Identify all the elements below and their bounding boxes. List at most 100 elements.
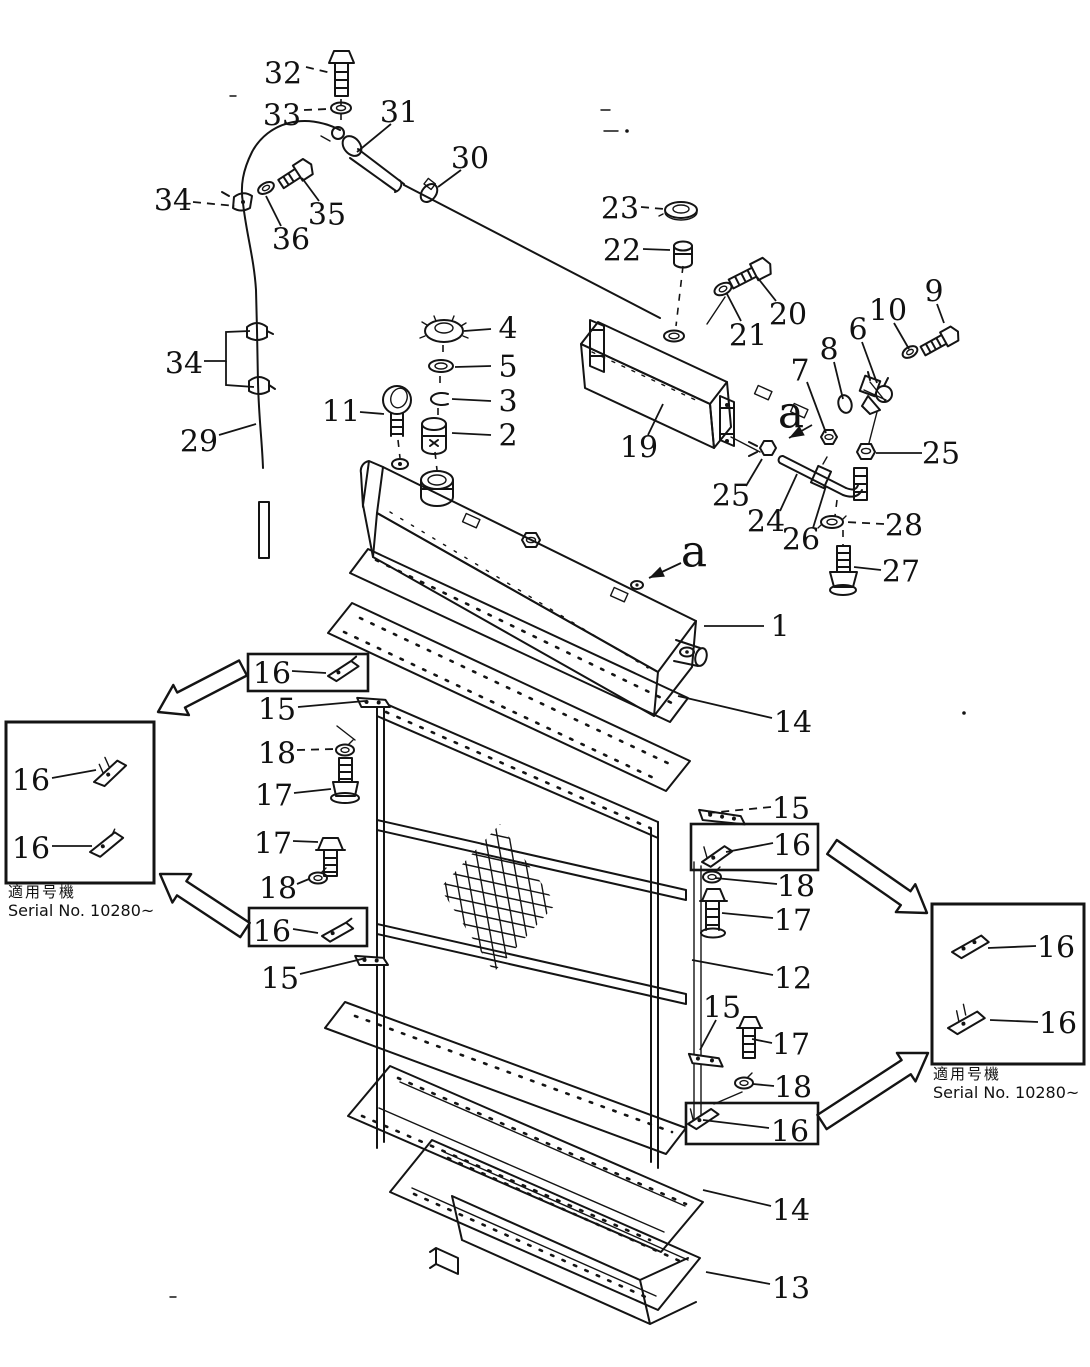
leader-line: [779, 473, 798, 512]
drain-pipe-elbow: [842, 484, 863, 498]
callout-30: 30: [451, 142, 489, 177]
leader-line: [756, 276, 777, 302]
callout-25: 25: [922, 437, 960, 472]
bracket-16-icon: [327, 655, 360, 683]
mesh-line: [440, 824, 556, 841]
leader-line: [691, 959, 774, 976]
inset-pointer-arrow: [816, 1051, 930, 1131]
leader-line: [291, 670, 327, 674]
callout-17: 17: [254, 827, 292, 862]
bolt-icon: [699, 888, 728, 939]
leader-line: [705, 1271, 771, 1285]
mesh-line: [529, 824, 556, 972]
leader-line: [752, 1083, 775, 1087]
radiator-cap-icon: [419, 315, 469, 343]
drain-pipe-end: [853, 467, 868, 501]
callout-12: 12: [774, 962, 812, 997]
callout-15: 15: [261, 962, 299, 997]
view-arrow-head-icon: [649, 566, 665, 578]
top-tank-end-face: [653, 620, 697, 717]
drain-pipe-group: [777, 455, 868, 596]
callout-16: 16: [253, 915, 291, 950]
callout-18: 18: [259, 872, 297, 907]
bottom-plates: [324, 1001, 704, 1253]
callout-18: 18: [774, 1071, 812, 1106]
leader-line: [299, 957, 367, 975]
tank-bracket: [719, 395, 735, 447]
callout-23: 23: [601, 192, 639, 227]
callout-7: 7: [790, 354, 809, 389]
o-ring-icon: [837, 394, 853, 414]
callout-18: 18: [258, 737, 296, 772]
leader-line: [853, 566, 882, 571]
callout-16: 16: [1039, 1007, 1077, 1042]
core-top-plate: [327, 602, 691, 792]
callout-17: 17: [772, 1028, 810, 1063]
left-serial-inset-box: [4, 720, 156, 885]
leader-line: [640, 206, 665, 210]
tank-end-face: [709, 381, 732, 449]
callout-14: 14: [774, 706, 812, 741]
overflow-hose-assembly: [221, 50, 661, 559]
mesh-line: [440, 869, 556, 901]
core-band: [376, 819, 687, 901]
callout-15: 15: [703, 991, 741, 1026]
callout-33: 33: [263, 99, 301, 134]
drain-valve-group: [748, 325, 960, 460]
mesh-line: [440, 905, 556, 937]
bracket-16-icon: [687, 1107, 720, 1131]
inset-bracket-parts: [89, 756, 990, 1036]
nut-icon: [820, 429, 838, 445]
bolt-icon: [829, 545, 858, 596]
hose-clamp-icon: [221, 191, 253, 212]
callout-24: 24: [747, 505, 785, 540]
hex-plug-icon: [521, 532, 541, 548]
leader-line: [699, 1019, 717, 1051]
bracket-16-icon: [947, 1003, 986, 1036]
bolt-icon: [315, 837, 346, 877]
washer-icon: [257, 181, 275, 195]
inset-pointer-arrow: [156, 659, 249, 717]
hose-end-tube: [258, 501, 270, 559]
scan-specks: [169, 95, 966, 1298]
leader-line: [297, 700, 366, 708]
filler-parts-column: [382, 315, 469, 471]
callout-15: 15: [258, 693, 296, 728]
leader-line: [293, 788, 332, 794]
eye-bolt-icon: [382, 385, 412, 437]
leader-line: [833, 361, 844, 400]
callout-box: [247, 906, 369, 948]
hose-line: [403, 184, 661, 319]
callout-14: 14: [772, 1194, 810, 1229]
leader-line: [893, 322, 910, 350]
callout-16: 16: [253, 657, 291, 692]
leader-line: [987, 945, 1037, 949]
tank-hole: [391, 458, 409, 470]
callout-6: 6: [848, 313, 867, 348]
callout-22: 22: [603, 234, 641, 269]
leader-line: [707, 806, 772, 814]
callout-21: 21: [729, 319, 767, 354]
washer-icon: [901, 345, 919, 359]
callout-a: a: [681, 526, 707, 577]
callout-16: 16: [12, 832, 50, 867]
nut-icon: [856, 443, 876, 460]
washer-icon: [713, 281, 733, 297]
leader-line: [702, 1189, 772, 1207]
tank-bracket: [589, 319, 605, 373]
mesh-line: [440, 953, 556, 972]
top-tank-top-face: [376, 466, 697, 673]
tank-hole: [630, 580, 644, 590]
view-arrow-head-icon: [789, 425, 805, 438]
right-serial-inset-box: [930, 902, 1086, 1066]
core-band: [376, 923, 687, 1005]
callout-16: 16: [1037, 931, 1075, 966]
mesh-line: [436, 978, 572, 1008]
callout-13: 13: [772, 1272, 810, 1307]
callout-16: 16: [12, 764, 50, 799]
assembly-axis: [397, 439, 401, 459]
bolt-icon: [919, 325, 960, 357]
leader-line: [936, 303, 945, 324]
bottom-tank-flange: [389, 1139, 701, 1311]
